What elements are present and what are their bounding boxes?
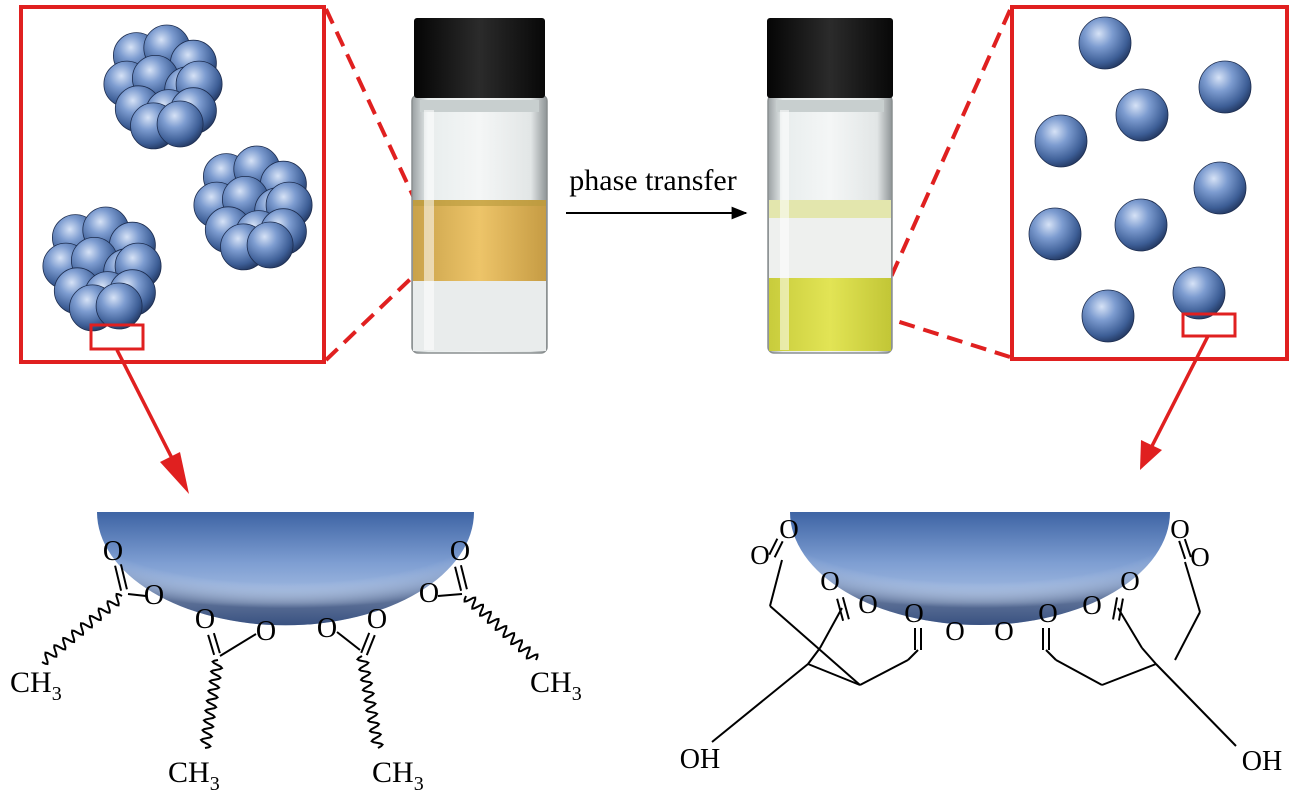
vial-cap-before (414, 18, 545, 98)
right-surface-highlight (1181, 312, 1237, 338)
methyl-end-group: CH3 (168, 756, 220, 795)
methyl-end-group: CH3 (10, 666, 62, 705)
carbonyl-oxygen: O (1082, 590, 1102, 620)
bond (336, 631, 361, 651)
left-zoom-arrow (115, 349, 189, 494)
double-bond (1117, 598, 1124, 621)
nanoparticle (1114, 198, 1168, 252)
carboxylate-oxygen: O (945, 616, 965, 646)
carbonyl-oxygen: O (195, 604, 215, 635)
carboxylate-oxygen: O (144, 580, 164, 611)
alkyl-chain (463, 595, 539, 661)
bond (1155, 663, 1237, 747)
bond (1045, 649, 1057, 661)
carbonyl-oxygen: O (1190, 542, 1210, 572)
aqueous-phase-layer (769, 278, 891, 351)
carbonyl-oxygen: O (367, 604, 387, 635)
vial-before (411, 18, 548, 354)
carbonyl-oxygen: O (103, 536, 123, 567)
organic-phase-layer (413, 200, 546, 281)
methyl-end-group: CH3 (372, 756, 424, 795)
double-bond (365, 634, 376, 656)
double-bond (360, 632, 371, 654)
hydroxyl-group: OH (680, 744, 720, 775)
double-bond (1112, 597, 1119, 620)
nanoparticle-cluster (193, 145, 313, 271)
nanoparticle (1193, 161, 1247, 215)
bond (1117, 607, 1143, 649)
carboxylate-oxygen: O (994, 616, 1014, 646)
nanoparticle (156, 100, 204, 148)
double-bond (207, 634, 216, 656)
carboxylate-oxygen: O (1170, 514, 1190, 544)
bond (819, 607, 843, 649)
left-zoom-box (19, 5, 326, 364)
nanoparticle (1115, 88, 1169, 142)
bond (769, 559, 783, 607)
nanoparticle (1028, 207, 1082, 261)
double-bond (773, 540, 784, 558)
methyl-end-group: CH3 (530, 666, 582, 705)
double-bond (119, 564, 128, 590)
carboxylate-oxygen: O (317, 613, 337, 644)
bond (1174, 611, 1201, 661)
double-bond (114, 565, 123, 591)
carbonyl-oxygen: O (904, 598, 924, 628)
carboxylate-oxygen: O (256, 616, 276, 647)
nanoparticle (1034, 114, 1088, 168)
bond (127, 593, 147, 597)
nanoparticle (1078, 16, 1132, 70)
dispersed-nanoparticles (1028, 16, 1252, 343)
double-bond (212, 632, 221, 654)
zoom-connectors (324, 8, 1012, 362)
carboxylate-oxygen: O (1120, 566, 1140, 596)
hydroxyl-group: OH (1242, 746, 1282, 777)
nanoparticle-cluster (42, 206, 162, 332)
nanoparticle (1198, 60, 1252, 114)
double-bond (841, 596, 850, 620)
bond (437, 593, 463, 597)
carbonyl-oxygen: O (1038, 598, 1058, 628)
alkyl-chain (199, 659, 224, 749)
phase-transfer-label: phase transfer (569, 164, 736, 197)
double-bond (1183, 538, 1192, 558)
double-bond (454, 566, 463, 591)
nanoparticle (95, 282, 143, 330)
right-zoom-arrow (1140, 335, 1210, 470)
bond (807, 663, 861, 686)
aggregated-nanoparticle-clusters (42, 24, 313, 332)
bond (1055, 659, 1103, 686)
nanoparticle (246, 221, 294, 269)
carboxylate-oxygen: O (820, 566, 840, 596)
carbonyl-oxygen: O (858, 589, 878, 619)
carboxylate-oxygen: O (779, 514, 799, 544)
double-bond (459, 565, 468, 590)
bond (807, 647, 821, 665)
alkyl-chain (41, 592, 123, 666)
bond (769, 605, 861, 686)
nanoparticle (1172, 266, 1226, 320)
nanoparticle-cluster (103, 24, 223, 150)
carbonyl-oxygen: O (450, 536, 470, 567)
vial-cap-after (767, 18, 893, 98)
bond (1101, 663, 1157, 686)
left-surface-highlight (89, 323, 145, 351)
alkyl-chain (355, 655, 385, 749)
vial-after (767, 18, 893, 354)
double-bond (1178, 540, 1187, 560)
bond (859, 659, 909, 686)
carboxylate-oxygen: O (419, 578, 439, 609)
carbonyl-oxygen: O (750, 540, 770, 570)
bond (219, 633, 257, 657)
bond (711, 663, 809, 743)
bond (1141, 647, 1157, 665)
right-zoom-box (1010, 5, 1289, 361)
nanoparticle (1081, 289, 1135, 343)
bond (907, 649, 919, 661)
double-bond (768, 538, 779, 556)
bond (1184, 561, 1201, 613)
